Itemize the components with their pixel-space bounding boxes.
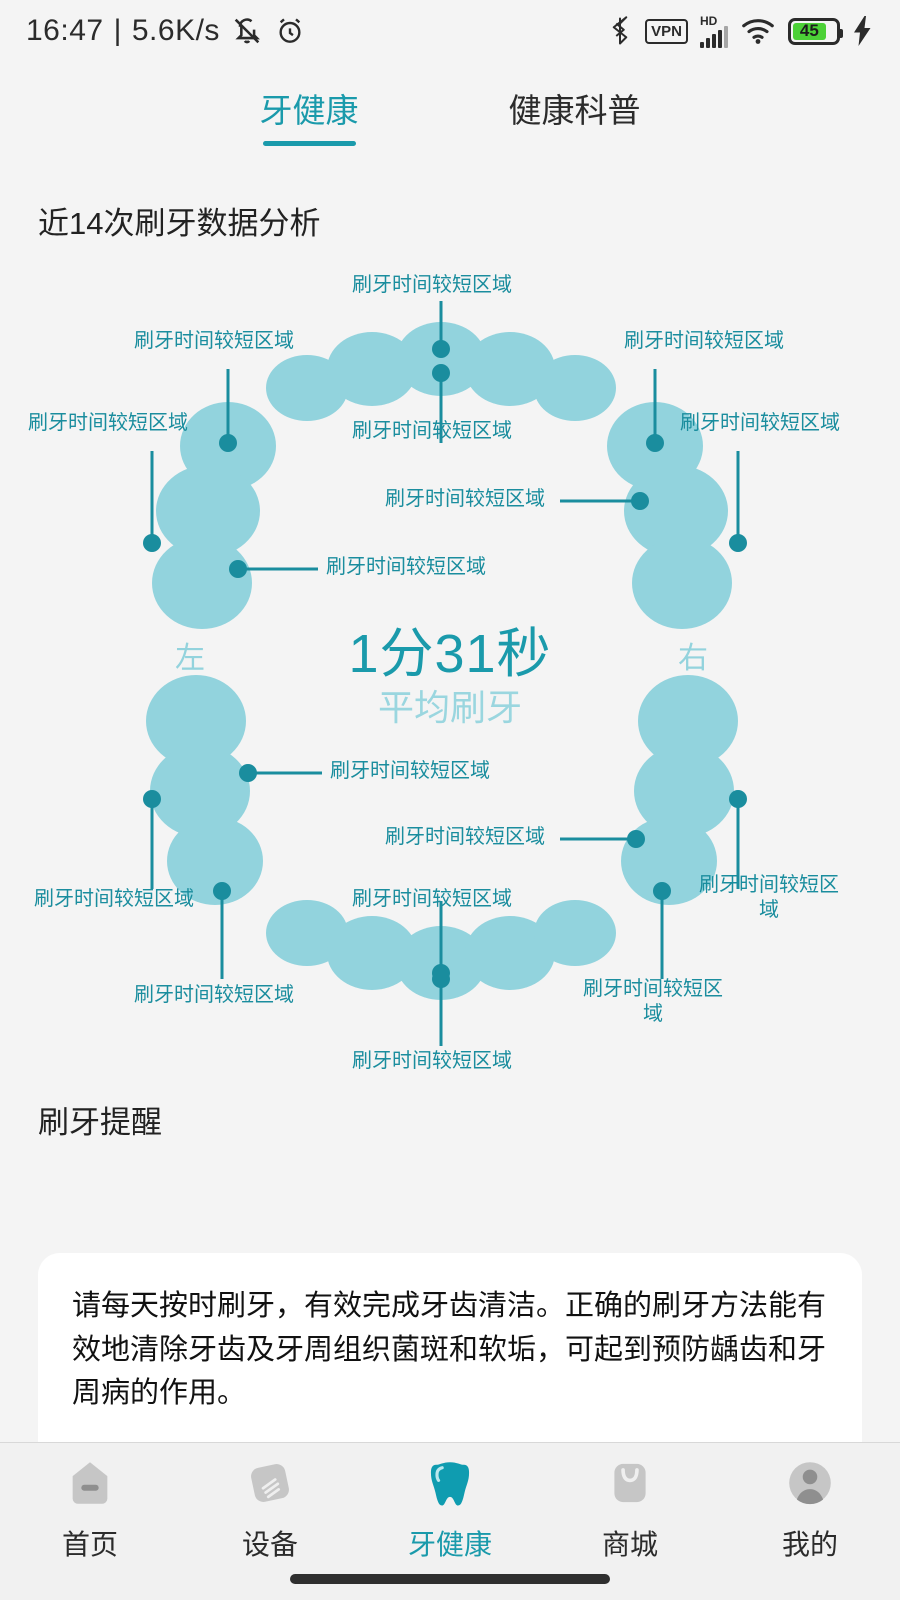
reminder-section-title: 刷牙提醒: [38, 1105, 162, 1140]
profile-icon: [782, 1457, 838, 1514]
nav-label-profile: 我的: [781, 1529, 838, 1560]
status-separator: |: [113, 14, 122, 47]
hd-signal-icon: HD: [700, 15, 728, 48]
status-bar-left: 16:47 | 5.6K/s: [26, 14, 306, 48]
annotation-lower-left-inner: 刷牙时间较短区域: [330, 760, 490, 782]
teeth-shapes: [146, 322, 738, 1000]
nav-label-device: 设备: [241, 1529, 298, 1560]
tooth-arch-svg: [143, 301, 747, 1046]
annotation-lower-right-bottom: 刷牙时间较短区域: [583, 978, 723, 1025]
tooth-icon: [422, 1457, 478, 1514]
nav-item-shop[interactable]: 商城: [550, 1457, 710, 1563]
annotation-top-center-lower: 刷牙时间较短区域: [352, 420, 512, 442]
nav-item-home[interactable]: 首页: [10, 1457, 170, 1563]
nav-label-shop: 商城: [601, 1529, 658, 1560]
tab-health-science-label: 健康科普: [508, 92, 641, 129]
status-bar-right: VPN HD 45: [607, 15, 874, 48]
battery-icon: 45: [788, 17, 843, 45]
tab-dental-health[interactable]: 牙健康: [260, 84, 359, 146]
annotation-upper-right-inner: 刷牙时间较短区域: [385, 488, 545, 510]
signal-bars: [700, 25, 728, 48]
annotation-lower-right-far: 刷牙时间较短区域: [699, 874, 839, 921]
top-tab-bar: 牙健康 健康科普: [0, 84, 900, 146]
home-icon: [62, 1457, 118, 1514]
bluetooth-icon: [607, 16, 633, 46]
tab-dental-health-label: 牙健康: [259, 92, 359, 129]
side-label-left: 左: [175, 642, 205, 675]
annotation-lower-left-far: 刷牙时间较短区域: [34, 888, 194, 910]
annotation-upper-left-inner: 刷牙时间较短区域: [326, 556, 486, 578]
annotation-bottom-center-upper: 刷牙时间较短区域: [352, 888, 512, 910]
side-label-right: 右: [678, 642, 708, 675]
tooth-arch-diagram: 刷牙时间较短区域 刷牙时间较短区域 刷牙时间较短区域 刷牙时间较短区域 刷牙时间…: [0, 261, 900, 1091]
tab-health-science[interactable]: 健康科普: [509, 84, 641, 146]
nav-item-dental-health[interactable]: 牙健康: [370, 1457, 530, 1563]
nav-item-profile[interactable]: 我的: [730, 1457, 890, 1563]
battery-level: 45: [793, 21, 826, 40]
hotspot-dots: [143, 340, 747, 988]
reminder-body-text: 请每天按时刷牙，有效完成牙齿清洁。正确的刷牙方法能有效地清除牙齿及牙周组织菌斑和…: [72, 1290, 827, 1409]
annotation-top-center-upper: 刷牙时间较短区域: [352, 274, 512, 296]
nav-label-dental-health: 牙健康: [407, 1529, 492, 1560]
analysis-section-title: 近14次刷牙数据分析: [38, 206, 321, 241]
reminder-card: 请每天按时刷牙，有效完成牙齿清洁。正确的刷牙方法能有效地清除牙齿及牙周组织菌斑和…: [38, 1253, 862, 1468]
status-bar: 16:47 | 5.6K/s VPN HD 45: [0, 0, 900, 62]
average-brushing-time: 1分31秒: [348, 624, 552, 684]
average-brushing-caption: 平均刷牙: [377, 687, 522, 728]
wifi-icon: [740, 17, 776, 45]
annotation-upper-right-outer: 刷牙时间较短区域: [624, 330, 784, 352]
annotation-upper-left-outer: 刷牙时间较短区域: [134, 330, 294, 352]
device-icon: [242, 1457, 298, 1514]
annotation-upper-right-far: 刷牙时间较短区域: [680, 412, 840, 434]
hd-label: HD: [700, 13, 718, 28]
mute-icon: [230, 14, 264, 48]
annotation-upper-left-far: 刷牙时间较短区域: [28, 412, 188, 434]
status-time: 16:47: [26, 14, 104, 47]
shop-icon: [602, 1457, 658, 1514]
annotation-lower-left-bottom: 刷牙时间较短区域: [134, 984, 294, 1006]
bottom-navigation-bar: 首页 设备 牙健康 商城 我的: [0, 1442, 900, 1600]
nav-label-home: 首页: [61, 1529, 118, 1560]
annotation-bottom-center-lower: 刷牙时间较短区域: [352, 1050, 512, 1072]
home-indicator[interactable]: [290, 1574, 610, 1584]
vpn-icon: VPN: [645, 18, 688, 44]
charging-icon: [852, 16, 874, 46]
annotation-lower-right-inner: 刷牙时间较短区域: [385, 826, 545, 848]
alarm-icon: [274, 15, 306, 47]
network-speed: 5.6K/s: [131, 14, 220, 47]
nav-item-device[interactable]: 设备: [190, 1457, 350, 1563]
